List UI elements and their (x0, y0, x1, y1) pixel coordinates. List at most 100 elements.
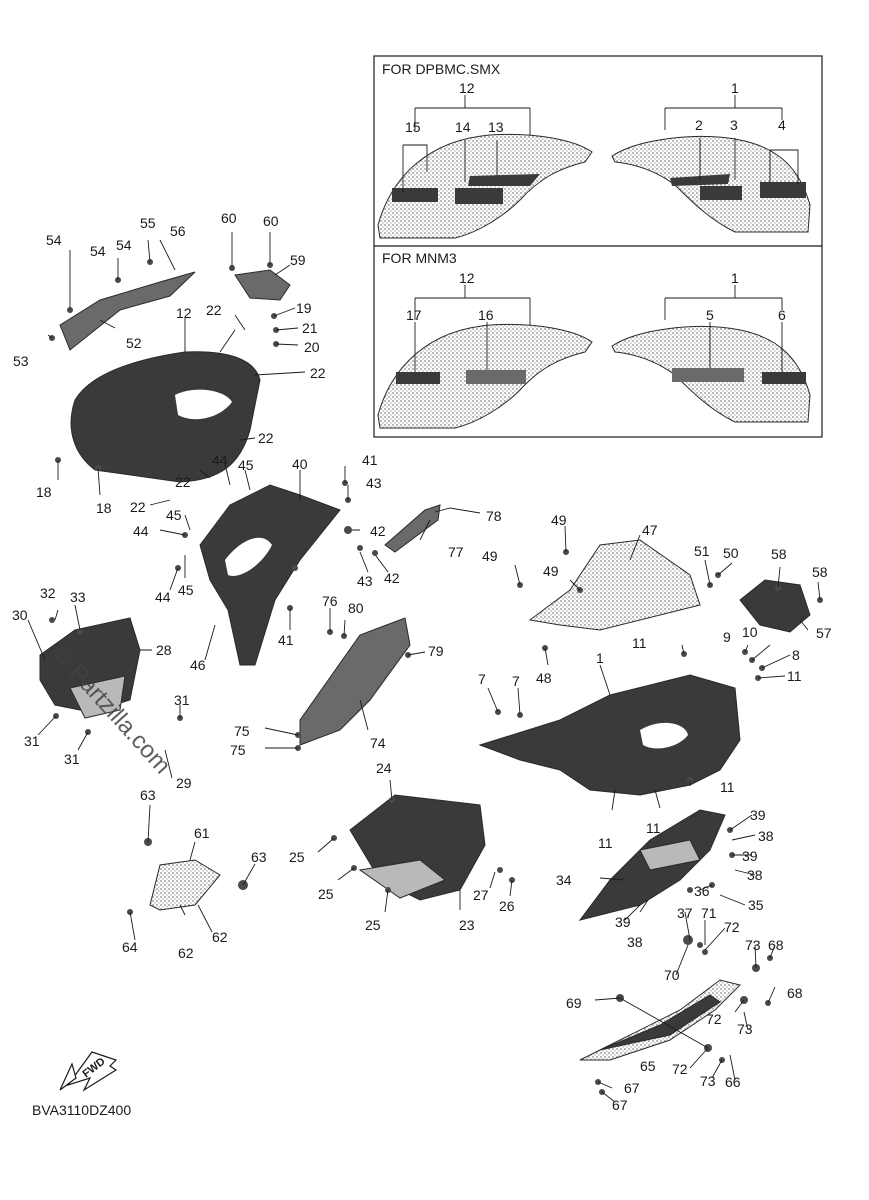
callout: 11 (598, 835, 613, 851)
callout: 64 (122, 939, 138, 955)
callout: 17 (406, 307, 422, 323)
callout: 54 (116, 237, 132, 253)
callout: 41 (278, 632, 294, 648)
part-57-bracket (739, 579, 811, 633)
callout: 37 (677, 905, 693, 921)
part-28-side-panel (39, 617, 141, 719)
callout: 44 (133, 523, 149, 539)
callout: 19 (296, 300, 312, 316)
callout: 39 (615, 914, 631, 930)
part-61-cover (149, 859, 221, 911)
part-65-lower-panel (579, 979, 741, 1061)
callout: 38 (627, 934, 643, 950)
callout: 10 (742, 624, 758, 640)
part-74-cover (299, 617, 411, 746)
callout: 71 (701, 905, 717, 921)
part-77-bracket (384, 504, 441, 553)
callout: 15 (405, 119, 421, 135)
callout: 9 (723, 629, 731, 645)
callout: 31 (24, 733, 40, 749)
callout: 55 (140, 215, 156, 231)
callout: 31 (174, 692, 190, 708)
callout: 18 (96, 500, 112, 516)
callout: 16 (478, 307, 494, 323)
callout: 32 (40, 585, 56, 601)
callout: 24 (376, 760, 392, 776)
callout: 41 (362, 452, 378, 468)
part-52-bracket (59, 271, 196, 351)
inset1-right-cowl (611, 136, 811, 233)
callout: 22 (130, 499, 146, 515)
callout: 68 (768, 937, 784, 953)
callout: 67 (612, 1097, 628, 1113)
callout: 50 (723, 545, 739, 561)
callout: 38 (758, 828, 774, 844)
callout: 7 (512, 673, 520, 689)
callout: 59 (290, 252, 306, 268)
callout: 21 (302, 320, 318, 336)
callout: 73 (745, 937, 761, 953)
callout: 70 (664, 967, 680, 983)
callout: 53 (13, 353, 29, 369)
callout: 58 (771, 546, 787, 562)
callout: 36 (694, 883, 710, 899)
callout: 80 (348, 600, 364, 616)
callout: 73 (737, 1021, 753, 1037)
callout: 49 (482, 548, 498, 564)
callout: 78 (486, 508, 502, 524)
leader-lines (27, 95, 821, 1103)
callout: 75 (230, 742, 246, 758)
callout: 6 (778, 307, 786, 323)
inset-title-dpbmc: FOR DPBMC.SMX (382, 61, 501, 77)
callout: 43 (357, 573, 373, 589)
callout: 54 (46, 232, 62, 248)
inset1-left-cowl (377, 133, 593, 239)
callout: 12 (176, 305, 192, 321)
part-12-upper-cowl (70, 351, 261, 483)
callout: 25 (289, 849, 305, 865)
callout: 11 (646, 820, 661, 836)
part-1-side-cowl (478, 674, 741, 796)
callout: 61 (194, 825, 210, 841)
callout: 40 (292, 456, 308, 472)
callout: 12 (459, 80, 475, 96)
callout: 58 (812, 564, 828, 580)
callout: 48 (536, 670, 552, 686)
callout: 27 (473, 887, 489, 903)
callout: 26 (499, 898, 515, 914)
callout: 22 (310, 365, 326, 381)
callout: 74 (370, 735, 386, 751)
callout: 72 (672, 1061, 688, 1077)
callout: 60 (221, 210, 237, 226)
callout: 4 (778, 117, 786, 133)
callout: 54 (90, 243, 106, 259)
callout: 7 (478, 671, 486, 687)
callout: 49 (551, 512, 567, 528)
callout: 2 (695, 117, 703, 133)
callout: 11 (787, 668, 802, 684)
callout: 77 (448, 544, 464, 560)
callout: 30 (12, 607, 28, 623)
callout: 39 (742, 848, 758, 864)
callout: 20 (304, 339, 320, 355)
callout: 45 (178, 582, 194, 598)
callout: 69 (566, 995, 582, 1011)
diagram-code: BVA3110DZ400 (32, 1102, 131, 1118)
callout: 38 (747, 867, 763, 883)
callout: 62 (212, 929, 228, 945)
callout: 1 (596, 650, 604, 666)
callout: 66 (725, 1074, 741, 1090)
part-40-inner-panel (199, 484, 341, 666)
callout: 22 (175, 474, 191, 490)
callout: 72 (724, 919, 740, 935)
callout: 25 (365, 917, 381, 933)
callout: 1 (731, 270, 739, 286)
callout: 14 (455, 119, 471, 135)
callout: 22 (206, 302, 222, 318)
callout: 13 (488, 119, 504, 135)
callout: 39 (750, 807, 766, 823)
callout: 51 (694, 543, 710, 559)
callout: 35 (748, 897, 764, 913)
callout: 73 (700, 1073, 716, 1089)
